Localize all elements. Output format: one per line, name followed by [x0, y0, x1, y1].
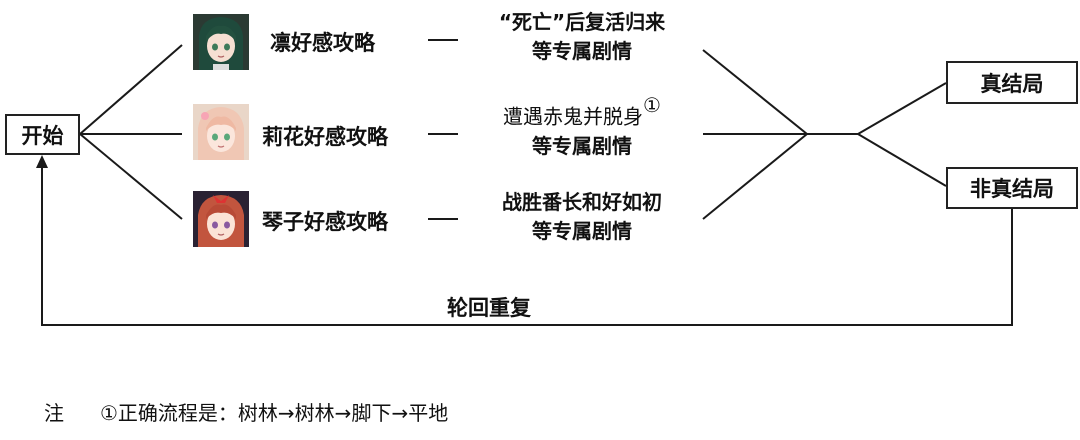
pink-haired-girl-avatar — [193, 104, 249, 160]
loop-back-line — [41, 165, 1013, 326]
connector-to-true-end — [857, 82, 947, 135]
footnote-prefix: 注 — [44, 401, 64, 425]
route-desc-kotoko-line1: 战胜番长和好如初 — [502, 190, 662, 214]
loop-arrowhead — [36, 155, 48, 168]
rin-avatar — [193, 14, 249, 70]
route-name-kotoko: 琴子好感攻略 — [262, 210, 388, 234]
rika-avatar — [193, 104, 249, 160]
route-desc-rika-line2: 等专属剧情 — [532, 133, 632, 158]
footnote-text: ①正确流程是：树林→树林→脚下→平地 — [100, 401, 449, 425]
route-name-rin: 凛好感攻略 — [270, 31, 375, 55]
connector-rin-to-merge — [702, 49, 808, 135]
false-ending-box: 非真结局 — [946, 167, 1078, 209]
connector-to-false-end — [857, 133, 947, 187]
false-ending-label: 非真结局 — [970, 177, 1054, 201]
green-haired-girl-avatar — [193, 14, 249, 70]
red-haired-girl-avatar — [193, 191, 249, 247]
start-label: 开始 — [21, 123, 64, 148]
start-box: 开始 — [5, 114, 80, 155]
route-name-rika: 莉花好感攻略 — [262, 125, 388, 149]
route-desc-rin: “死亡”后复活归来 等专属剧情 — [462, 8, 702, 66]
route-desc-rin-line2: 等专属剧情 — [532, 39, 632, 63]
kotoko-avatar — [193, 191, 249, 247]
route-desc-rin-line1: “死亡”后复活归来 — [498, 10, 666, 34]
loop-label: 轮回重复 — [447, 296, 531, 320]
route-desc-rika-line1: 遭遇赤鬼并脱身① — [462, 93, 702, 132]
route-desc-rika-text: 遭遇赤鬼并脱身 — [503, 104, 644, 129]
footnote-mark: ① — [643, 93, 661, 117]
connector-start-to-rin — [79, 44, 183, 135]
route-desc-kotoko-line2: 等专属剧情 — [532, 219, 632, 243]
true-ending-label: 真结局 — [980, 71, 1044, 96]
route-desc-kotoko: 战胜番长和好如初 等专属剧情 — [462, 188, 702, 246]
connector-kotoko-to-merge — [702, 133, 808, 220]
true-ending-box: 真结局 — [946, 61, 1078, 104]
connector-start-to-kotoko — [79, 133, 183, 220]
route-desc-rika: 遭遇赤鬼并脱身① 等专属剧情 — [462, 93, 702, 161]
